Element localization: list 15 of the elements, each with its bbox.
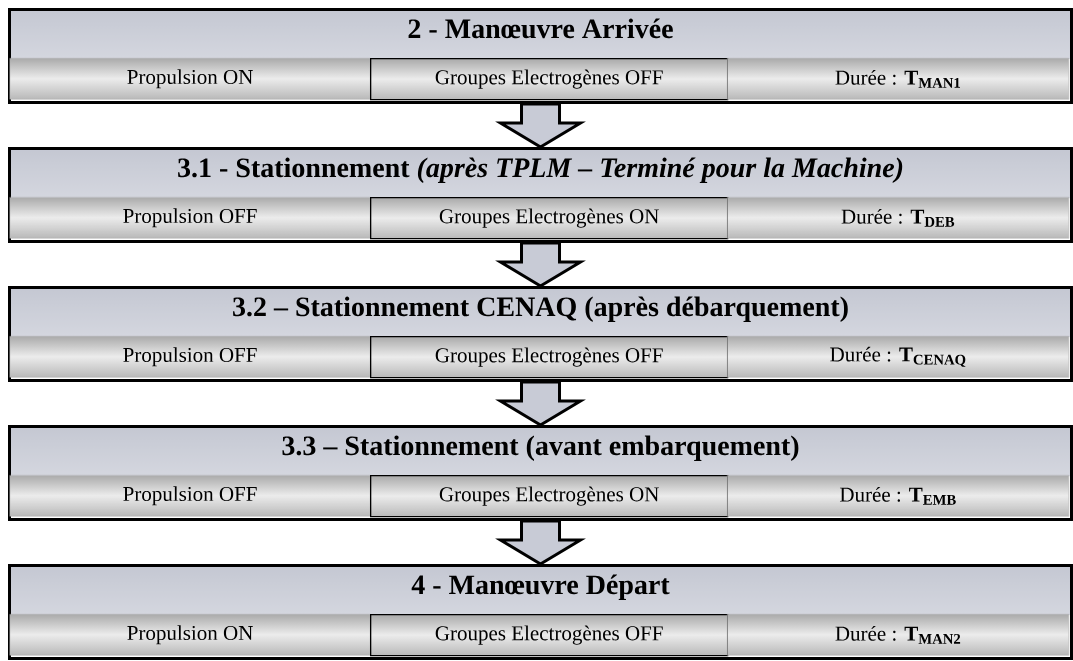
state-cell: Durée : T$_{CENAQ}$ (727, 336, 1070, 378)
state-cell: Propulsion OFF (9, 197, 371, 239)
state-cell: Durée : T$_{EMB}$ (727, 475, 1070, 517)
state-cell: Propulsion OFF (9, 336, 371, 378)
state-cell: Groupes Electrogènes OFF (370, 336, 729, 379)
state-cell: Propulsion OFF (9, 475, 371, 517)
state-cell: Durée : T$_{MAN1}$ (727, 58, 1070, 100)
state-cell: Propulsion ON (9, 58, 371, 100)
state-cell: Groupes Electrogènes OFF (370, 614, 729, 657)
state-cell: Groupes Electrogènes OFF (370, 58, 729, 101)
state-cell: Durée : T$_{MAN2}$ (727, 614, 1070, 656)
state-cell: Durée : T$_{DEB}$ (727, 197, 1070, 239)
state-cell: Propulsion ON (9, 614, 371, 656)
state-cell: Groupes Electrogènes ON (370, 197, 729, 240)
state-cell: Groupes Electrogènes ON (370, 475, 729, 518)
